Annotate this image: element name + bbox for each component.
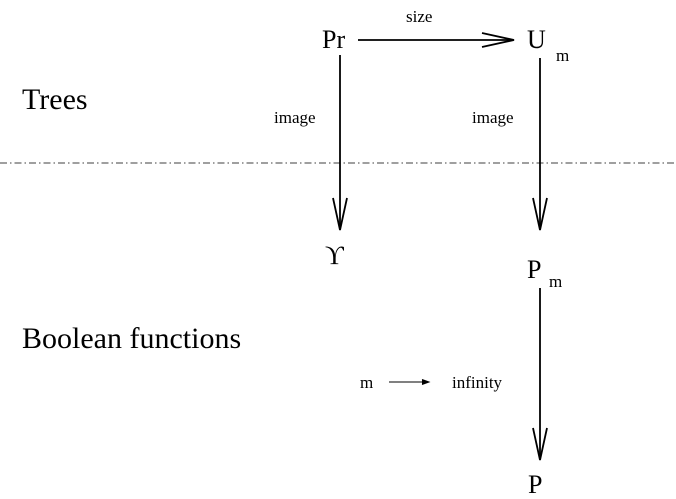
node-u-m-base: U [527, 25, 546, 54]
node-p-m: P [527, 257, 541, 283]
edge-label-image-right: image [472, 108, 514, 127]
image-right-arrowhead [532, 197, 548, 231]
region-label-boolean-functions: Boolean functions [22, 322, 242, 355]
node-p-m-base: P [527, 255, 542, 284]
region-label-trees: Trees [22, 83, 88, 116]
node-u-m-subscript: m [556, 46, 570, 65]
node-u-m: U [527, 27, 546, 53]
m-to-infinity-arrowhead [421, 379, 431, 385]
edge-label-size: size [406, 7, 433, 26]
edge-label-image-left: image [274, 108, 316, 127]
limit-target-infinity: infinity [452, 373, 503, 392]
size-arrowhead [481, 32, 515, 48]
limit-variable-m: m [360, 373, 374, 392]
node-pi-symbol: ϒ [325, 241, 344, 270]
node-p-m-subscript: m [549, 272, 563, 291]
limit-arrowhead [532, 427, 548, 461]
image-left-arrowhead [332, 197, 348, 231]
node-p: P [528, 470, 543, 499]
node-pr: Pr [322, 25, 346, 54]
